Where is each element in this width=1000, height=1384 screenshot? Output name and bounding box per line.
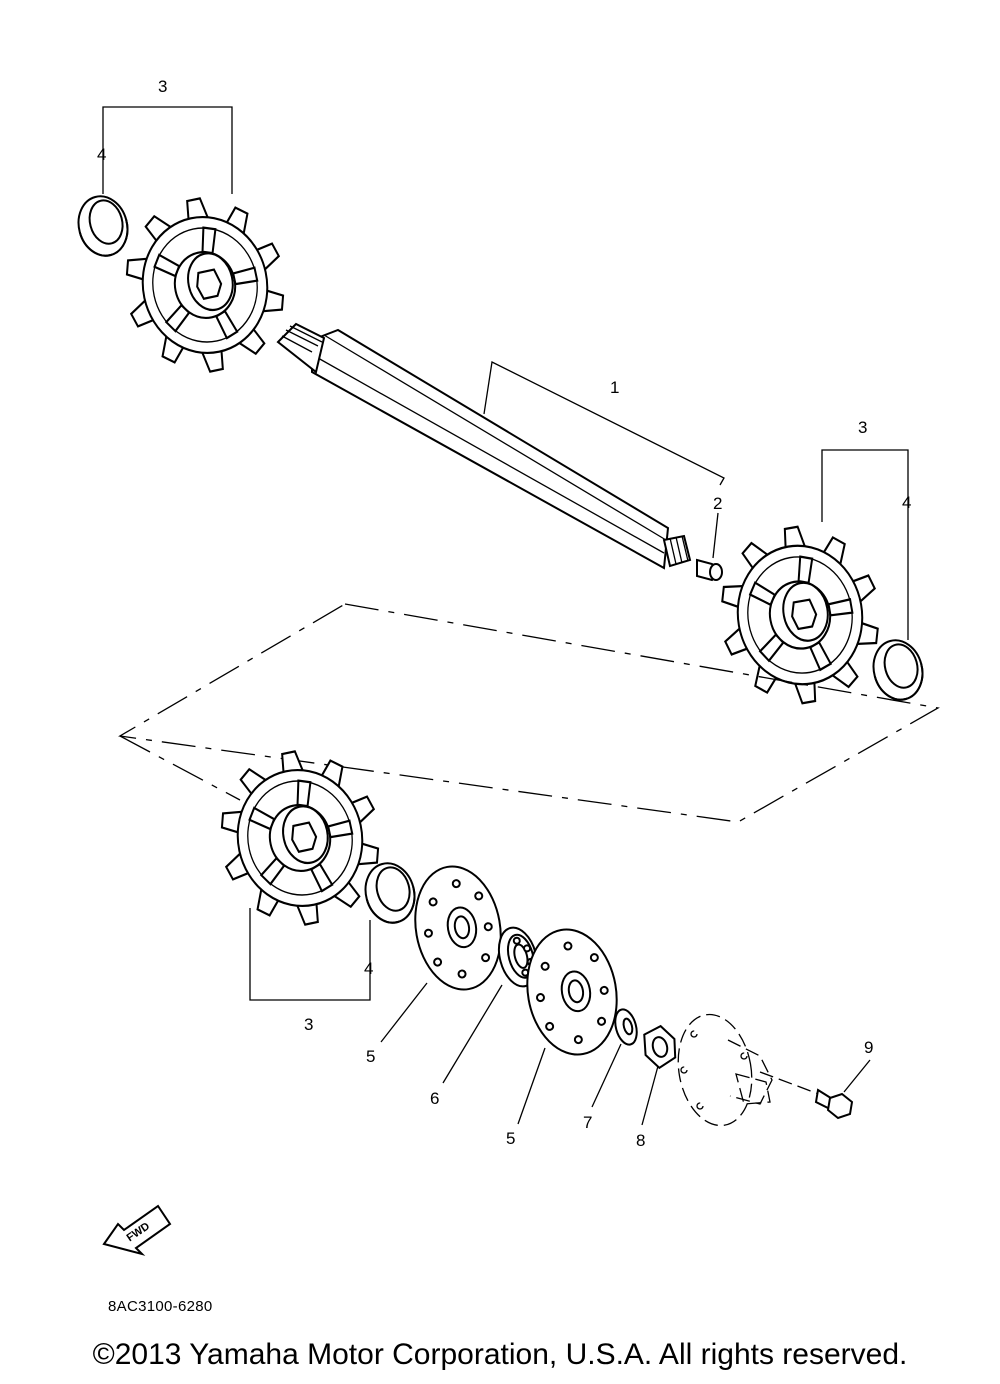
sprocket-right-icon (705, 514, 895, 716)
bearing-collar-bottom-icon (358, 856, 422, 930)
flange-plate-left-icon (414, 865, 502, 991)
nut-icon (643, 1024, 677, 1070)
sprocket-top-left-icon (108, 183, 302, 387)
callout-5-left: 5 (366, 1047, 375, 1066)
callout-3-top-left: 3 (158, 77, 167, 96)
bearing-collar-top-left-icon (71, 189, 135, 263)
callout-3-right: 3 (858, 418, 867, 437)
callout-4-top-left: 4 (97, 145, 106, 164)
leader-lines (102, 106, 909, 1126)
drawing-code: 8AC3100-6280 (108, 1298, 213, 1315)
callout-9: 9 (864, 1038, 873, 1057)
callout-4-right: 4 (902, 493, 911, 512)
callout-4-bottom: 4 (364, 959, 373, 978)
bearing-collar-right-icon (866, 633, 930, 707)
callout-8: 8 (636, 1131, 645, 1150)
fwd-arrow-icon: FWD (102, 1204, 172, 1256)
sprocket-bottom-icon (203, 736, 397, 940)
flange-plate-right-icon (526, 928, 618, 1056)
hub-flange-icon (677, 1013, 825, 1127)
bolt-icon (814, 1088, 854, 1120)
callout-7: 7 (583, 1113, 592, 1132)
callout-2: 2 (713, 494, 722, 513)
copyright-notice: ©2013 Yamaha Motor Corporation, U.S.A. A… (92, 1338, 908, 1371)
callout-5-right: 5 (506, 1129, 515, 1148)
callout-1: 1 (610, 378, 619, 397)
set-screw-icon (696, 558, 723, 582)
callout-3-bottom: 3 (304, 1015, 313, 1034)
callout-6: 6 (430, 1089, 439, 1108)
washer-icon (614, 1008, 638, 1046)
shaft-icon (276, 322, 692, 570)
